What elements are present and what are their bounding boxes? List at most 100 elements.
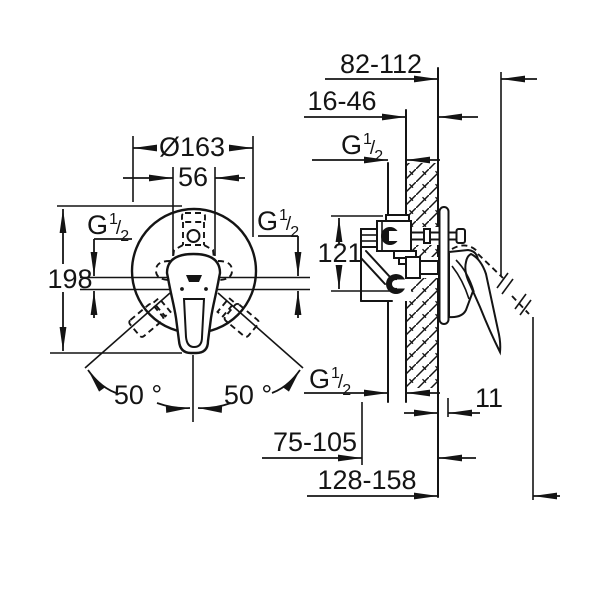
lever-extended-hidden xyxy=(477,253,504,279)
angle-label-right: 50 ° xyxy=(224,380,272,410)
cartridge-cap xyxy=(181,212,206,223)
valve-collar xyxy=(385,214,410,222)
thread-prefix: G xyxy=(309,364,330,394)
thread-numerator: 1 xyxy=(279,207,288,224)
break-tick xyxy=(501,278,514,295)
dim-height-198: 198 xyxy=(47,209,93,351)
cap-ear-right xyxy=(217,260,233,281)
thread-prefix: G xyxy=(87,210,108,240)
front-view: Ø163 56 198 G1/2 G1/2 xyxy=(47,132,310,422)
thread-numerator: 1 xyxy=(109,211,118,228)
bracket-strut xyxy=(365,250,391,278)
thread-callout-left: G1/2 xyxy=(87,210,132,318)
arc-arrow xyxy=(271,369,301,394)
handle-screw xyxy=(447,228,466,244)
dim-diameter-163: Ø163 xyxy=(133,132,253,162)
lever-blade xyxy=(464,252,502,356)
side-view: 82-112 16-46 G1/2 121 G1/2 11 xyxy=(262,49,560,500)
dim-16-46: 16-46 xyxy=(304,86,478,121)
dim-11: 11 xyxy=(404,383,503,417)
inlet-hex xyxy=(360,228,378,248)
dim-label-diameter: Ø163 xyxy=(159,132,225,162)
angle-dimension-right: 50 ° xyxy=(197,369,301,413)
thread-numerator: 1 xyxy=(331,365,340,382)
thread-slash: / xyxy=(370,138,376,159)
dim-75-105: 75-105 xyxy=(262,427,476,462)
thread-denominator: 2 xyxy=(342,382,351,399)
outlet-union-right xyxy=(216,296,260,338)
arc-arrow xyxy=(87,369,117,394)
dim-82-112: 82-112 xyxy=(325,49,537,83)
housing-arc xyxy=(451,265,470,300)
cartridge-wing xyxy=(203,244,215,259)
angle-dimension-left: 50 ° xyxy=(87,369,191,413)
wall-fitting-neck xyxy=(419,260,439,275)
dim-label: 128-158 xyxy=(317,465,416,495)
break-tick xyxy=(519,299,532,316)
thread-label: G1/2 xyxy=(341,130,383,165)
lever-handle-front xyxy=(165,252,222,355)
dim-label: 11 xyxy=(475,383,503,413)
thread-denominator: 2 xyxy=(120,228,129,245)
thread-denominator: 2 xyxy=(374,148,383,165)
thread-label: G1/2 xyxy=(87,210,129,245)
handle-outline xyxy=(165,252,222,355)
union-neck xyxy=(152,296,172,318)
lever-extended-hidden xyxy=(511,295,530,315)
pivot-arc-hidden xyxy=(451,244,478,252)
union-neck xyxy=(216,296,236,318)
dim-label-width: 56 xyxy=(178,162,208,192)
handle-notch xyxy=(186,275,202,282)
handle-dot xyxy=(180,287,184,291)
screw-knob xyxy=(455,228,466,244)
thread-label: G1/2 xyxy=(257,206,299,241)
arc-arrow xyxy=(156,402,191,413)
dim-label: 75-105 xyxy=(273,427,357,457)
break-tick xyxy=(514,293,527,310)
bracket-strut xyxy=(360,257,386,285)
dim-121: 121 xyxy=(317,215,390,292)
outlet-ring-notch xyxy=(397,279,407,289)
union-outline xyxy=(128,302,165,338)
wall-fitting xyxy=(405,256,421,279)
break-tick xyxy=(496,272,509,289)
thread-slash: / xyxy=(338,372,344,393)
screw-stem xyxy=(447,231,458,241)
thread-prefix: G xyxy=(341,130,362,160)
outlet-union-left xyxy=(128,296,172,338)
dim-label: 121 xyxy=(317,238,362,268)
escutcheon-plate-side xyxy=(438,206,450,325)
thread-slash: / xyxy=(286,214,292,235)
dim-width-56: 56 xyxy=(123,162,245,192)
front-extension-lines xyxy=(50,136,254,354)
lever-handle-side xyxy=(448,244,532,356)
angle-label-left: 50 ° xyxy=(114,380,162,410)
thread-callout-supply-top: G1/2 xyxy=(312,130,440,165)
mixer-body xyxy=(360,214,442,302)
angle-ray-right xyxy=(217,292,304,369)
dim-128-158: 128-158 xyxy=(307,465,560,500)
cartridge-wing xyxy=(172,244,184,259)
cap-ear-left xyxy=(155,260,171,281)
thread-denominator: 2 xyxy=(290,224,299,241)
thread-callout-supply-bottom: G1/2 xyxy=(304,364,440,399)
arc-arrow xyxy=(197,402,232,413)
thread-label: G1/2 xyxy=(309,364,351,399)
thread-prefix: G xyxy=(257,206,278,236)
union-outline xyxy=(223,302,260,338)
angle-ray-left xyxy=(84,292,171,369)
handle-dot xyxy=(204,287,208,291)
cartridge-outline xyxy=(172,212,215,259)
valve-port-notch xyxy=(389,231,402,241)
housing-arc xyxy=(455,259,475,293)
break-marks xyxy=(496,272,532,316)
dim-label: 16-46 xyxy=(307,86,376,116)
thread-slash: / xyxy=(116,218,122,239)
handle-facet xyxy=(182,298,206,349)
thread-numerator: 1 xyxy=(363,131,372,148)
screw-hole xyxy=(186,229,201,243)
thread-callout-right: G1/2 xyxy=(257,206,302,318)
screw-collar xyxy=(423,228,431,244)
